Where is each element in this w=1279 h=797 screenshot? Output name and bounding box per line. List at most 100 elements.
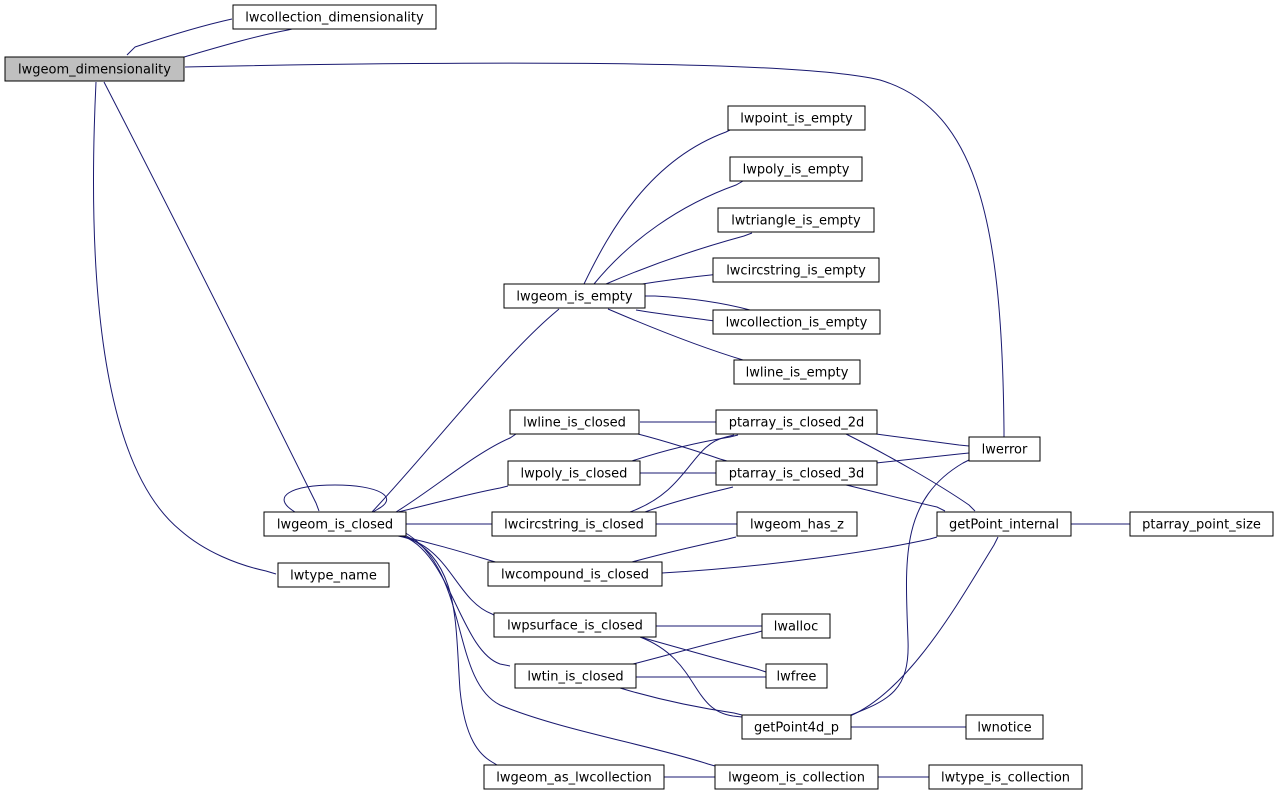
node-label: ptarray_is_closed_3d xyxy=(729,467,865,482)
node-label: ptarray_is_closed_2d xyxy=(729,416,865,431)
node-lwgeom-is-empty[interactable]: lwgeom_is_empty xyxy=(503,283,646,309)
node-box[interactable] xyxy=(715,460,878,486)
node-lwline-is-closed[interactable]: lwline_is_closed xyxy=(509,409,640,435)
node-lwtype-name[interactable]: lwtype_name xyxy=(277,562,390,588)
node-lwpoly-is-empty[interactable]: lwpoly_is_empty xyxy=(729,156,863,182)
node-box[interactable] xyxy=(729,156,863,182)
node-label: lwpoint_is_empty xyxy=(740,112,853,127)
node-box[interactable] xyxy=(717,207,875,233)
node-box[interactable] xyxy=(1129,511,1274,537)
edge-lwpoly_is_closed-to-ptarray_is_closed_2d xyxy=(631,434,739,462)
node-box[interactable] xyxy=(727,105,866,131)
node-box[interactable] xyxy=(263,511,407,537)
node-label: lwgeom_has_z xyxy=(750,518,844,533)
node-box[interactable] xyxy=(765,663,828,689)
node-lwnotice[interactable]: lwnotice xyxy=(965,714,1044,740)
node-lwline-is-empty[interactable]: lwline_is_empty xyxy=(733,359,861,385)
edge-lwcircstring_is_closed-to-ptarray_is_closed_3d xyxy=(644,486,734,513)
node-label: lwgeom_as_lwcollection xyxy=(496,771,651,786)
node-lwalloc[interactable]: lwalloc xyxy=(761,613,831,639)
edge-lwcompound_is_closed-to-getPoint_internal xyxy=(661,536,938,574)
node-label: lwgeom_is_empty xyxy=(516,290,633,305)
edge-ptarray_is_closed_2d-to-lwerror xyxy=(875,433,970,447)
node-box[interactable] xyxy=(761,613,831,639)
node-ptarray-is-closed-3d[interactable]: ptarray_is_closed_3d xyxy=(715,460,878,486)
edge-lwline_is_closed-to-ptarray_is_closed_3d xyxy=(637,433,728,462)
edge-getPoint4d_p-to-getPoint_internal xyxy=(849,536,999,717)
node-box[interactable] xyxy=(503,283,646,309)
node-lwgeom-is-collection[interactable]: lwgeom_is_collection xyxy=(714,764,879,790)
node-lwtriangle-is-empty[interactable]: lwtriangle_is_empty xyxy=(717,207,875,233)
edge-lwgeom_is_closed-to-lwcompound_is_closed xyxy=(399,535,500,564)
edge-lwgeom_is_closed-to-lwline_is_closed xyxy=(395,433,517,513)
edge-lwcompound_is_closed-to-lwgeom_has_z xyxy=(631,536,737,563)
node-box[interactable] xyxy=(507,460,641,486)
node-label: lwtype_name xyxy=(290,569,377,584)
node-box[interactable] xyxy=(483,764,665,790)
node-lwgeom-as-lwcollection[interactable]: lwgeom_as_lwcollection xyxy=(483,764,665,790)
node-getPoint4d-p[interactable]: getPoint4d_p xyxy=(741,714,852,740)
node-lwtype-is-collection[interactable]: lwtype_is_collection xyxy=(928,764,1083,790)
edge-lwgeom_is_empty-to-lwpoly_is_empty xyxy=(593,180,744,285)
node-lwcompound-is-closed[interactable]: lwcompound_is_closed xyxy=(487,561,663,587)
node-box[interactable] xyxy=(491,511,657,537)
node-lwpoint-is-empty[interactable]: lwpoint_is_empty xyxy=(727,105,866,131)
edge-lwgeom_is_empty-to-lwtriangle_is_empty xyxy=(605,232,753,285)
node-lwerror[interactable]: lwerror xyxy=(968,436,1041,462)
node-box[interactable] xyxy=(712,257,880,283)
node-lwtin-is-closed[interactable]: lwtin_is_closed xyxy=(514,663,637,689)
node-box[interactable] xyxy=(928,764,1083,790)
node-label: lwnotice xyxy=(977,721,1031,736)
node-label: lwpoly_is_closed xyxy=(521,467,628,482)
edge-lwgeom_is_closed-to-lwgeom_is_collection xyxy=(403,531,716,767)
node-box[interactable] xyxy=(277,562,390,588)
node-box[interactable] xyxy=(4,56,185,82)
node-lwpoly-is-closed[interactable]: lwpoly_is_closed xyxy=(507,460,641,486)
node-ptarray-is-closed-2d[interactable]: ptarray_is_closed_2d xyxy=(715,409,878,435)
nodes-layer: lwgeom_dimensionality lwcollection_dimens… xyxy=(4,4,1274,790)
node-box[interactable] xyxy=(936,511,1072,537)
node-lwfree[interactable]: lwfree xyxy=(765,663,828,689)
node-label: lwgeom_is_closed xyxy=(277,518,393,533)
node-lwgeom-is-closed[interactable]: lwgeom_is_closed xyxy=(263,511,407,537)
node-box[interactable] xyxy=(514,663,637,689)
edge-getPoint4d_p-to-lwerror xyxy=(847,458,972,717)
node-box[interactable] xyxy=(733,359,861,385)
edge-lwgeom_is_empty-to-lwline_is_empty xyxy=(607,308,751,363)
node-label: lwpsurface_is_closed xyxy=(507,619,643,634)
node-box[interactable] xyxy=(736,511,858,537)
node-lwgeom-has-z[interactable]: lwgeom_has_z xyxy=(736,511,858,537)
node-label: lwcompound_is_closed xyxy=(501,568,649,583)
node-box[interactable] xyxy=(712,309,881,335)
edge-lwpsurface_is_closed-to-lwfree xyxy=(639,636,767,673)
node-label: lwcircstring_is_empty xyxy=(726,264,866,279)
edge-ptarray_is_closed_3d-to-getPoint_internal xyxy=(845,484,946,512)
node-label: lwalloc xyxy=(774,620,819,635)
edge-lwgeom_is_closed-to-lwtin_is_closed xyxy=(399,534,511,667)
node-lwcircstring-is-empty[interactable]: lwcircstring_is_empty xyxy=(712,257,880,283)
edge-lwgeom_dimensionality-to-lwgeom_is_closed xyxy=(103,81,320,512)
node-lwcollection-dimensionality[interactable]: lwcollection_dimensionality xyxy=(232,4,437,30)
node-lwgeom-dimensionality[interactable]: lwgeom_dimensionality xyxy=(4,56,185,82)
node-label: lwline_is_empty xyxy=(746,366,849,381)
node-box[interactable] xyxy=(509,409,640,435)
node-lwpsurface-is-closed[interactable]: lwpsurface_is_closed xyxy=(493,612,657,638)
node-lwcircstring-is-closed[interactable]: lwcircstring_is_closed xyxy=(491,511,657,537)
node-box[interactable] xyxy=(715,409,878,435)
node-getPoint-internal[interactable]: getPoint_internal xyxy=(936,511,1072,537)
edge-lwgeom_dimensionality-to-lwcollection_dimensionality xyxy=(183,28,293,58)
node-box[interactable] xyxy=(493,612,657,638)
node-box[interactable] xyxy=(968,436,1041,462)
node-box[interactable] xyxy=(714,764,879,790)
edge-lwtin_is_closed-to-getPoint4d_p xyxy=(619,687,743,716)
node-ptarray-point-size[interactable]: ptarray_point_size xyxy=(1129,511,1274,537)
node-label: getPoint_internal xyxy=(949,518,1059,533)
node-box[interactable] xyxy=(741,714,852,740)
node-box[interactable] xyxy=(965,714,1044,740)
edge-lwgeom_is_closed-to-lwpoly_is_closed xyxy=(397,485,509,513)
node-box[interactable] xyxy=(487,561,663,587)
edge-lwgeom_is_empty-to-lwpoint_is_empty xyxy=(583,127,735,285)
edge-lwcollection_dimensionality-to-lwgeom_dimensionality xyxy=(126,18,233,56)
node-lwcollection-is-empty[interactable]: lwcollection_is_empty xyxy=(712,309,881,335)
node-box[interactable] xyxy=(232,4,437,30)
